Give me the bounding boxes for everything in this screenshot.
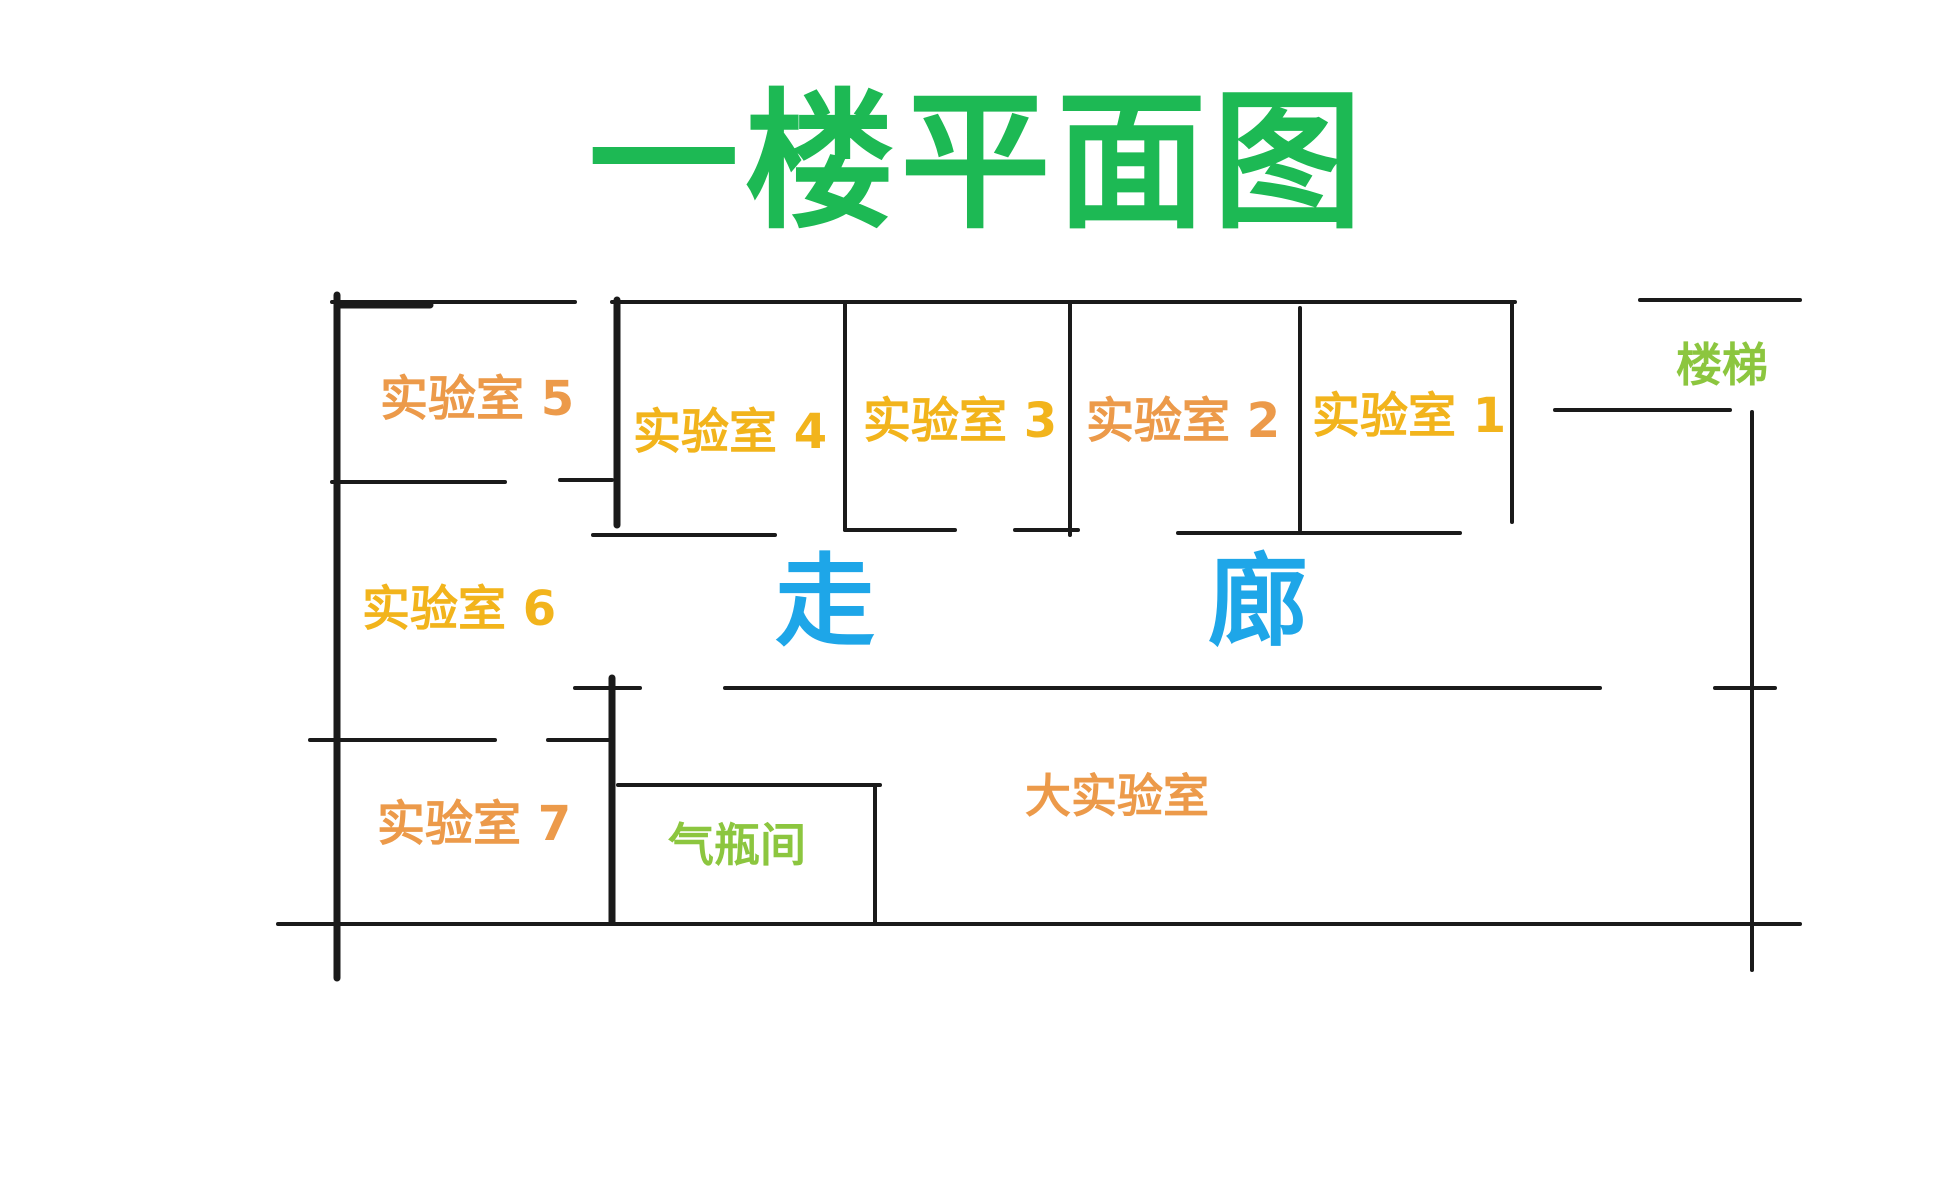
room-label-lab7: 实验室 7 bbox=[377, 796, 572, 852]
page-title: 一楼平面图 bbox=[588, 76, 1369, 250]
corridor-label-char1: 走 bbox=[775, 543, 875, 660]
room-label-lab1: 实验室 1 bbox=[1312, 388, 1507, 444]
room-label-lab3: 实验室 3 bbox=[863, 393, 1058, 449]
room-label-big-lab: 大实验室 bbox=[1025, 769, 1209, 823]
corridor-label-char2: 廊 bbox=[1208, 543, 1308, 660]
room-label-lab4: 实验室 4 bbox=[633, 404, 828, 460]
room-label-lab2: 实验室 2 bbox=[1086, 393, 1281, 449]
room-label-lab6: 实验室 6 bbox=[362, 581, 557, 637]
room-label-gas-room: 气瓶间 bbox=[668, 818, 806, 872]
room-label-stairs: 楼梯 bbox=[1676, 338, 1768, 392]
room-label-lab5: 实验室 5 bbox=[380, 371, 575, 427]
